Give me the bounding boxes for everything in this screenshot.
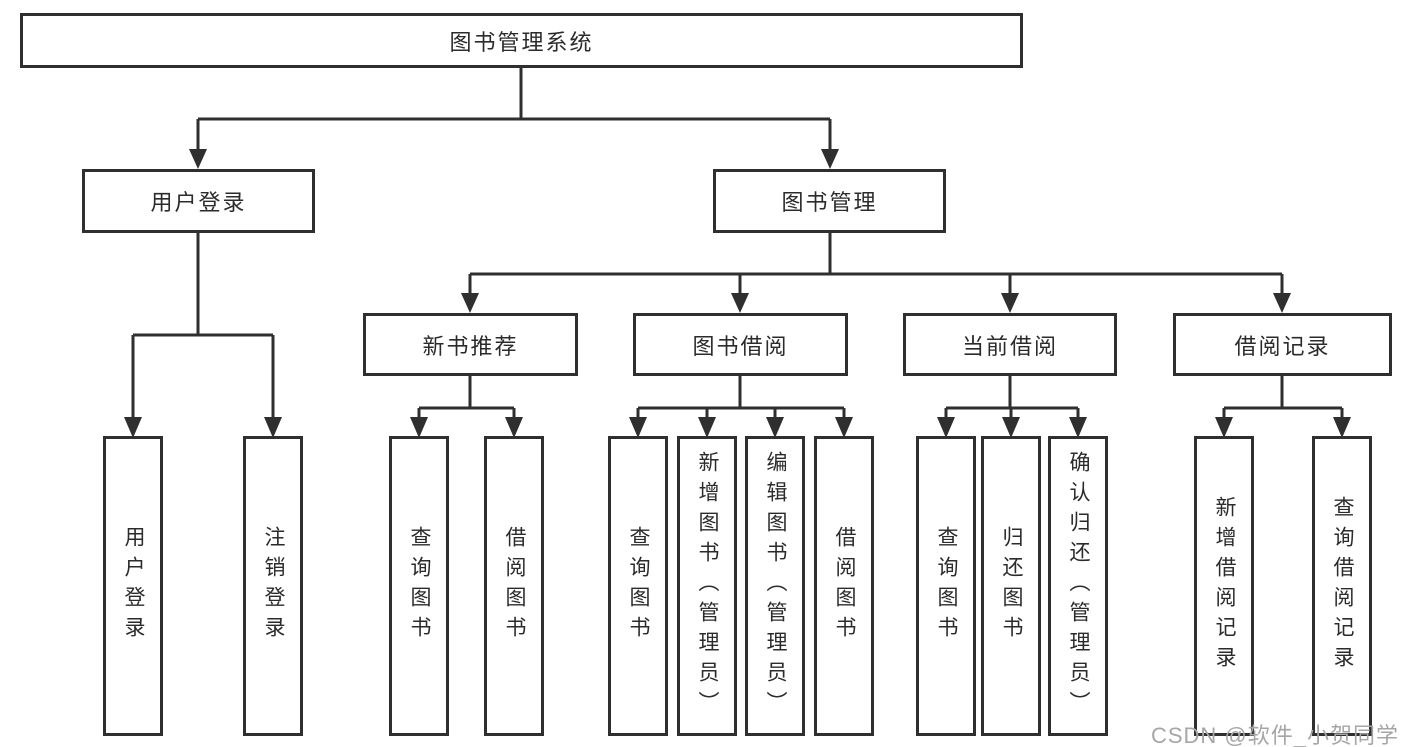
arrow-down-icon: [821, 149, 839, 169]
node-book-management: 图书管理: [713, 169, 946, 233]
node-query-book-recommend: 查询图书: [389, 436, 449, 736]
arrow-down-icon: [264, 417, 282, 438]
connector-borrowing-to-leaves: [636, 375, 846, 419]
arrowheads-level2: [189, 149, 839, 169]
arrow-down-icon: [410, 417, 428, 438]
arrowheads-user-login: [124, 417, 282, 438]
arrow-down-icon: [124, 417, 142, 438]
arrow-down-icon: [1069, 417, 1087, 438]
arrow-down-icon: [937, 417, 955, 438]
node-book-borrowing: 图书借阅: [633, 313, 848, 376]
connector-user-login-to-leaves: [131, 233, 275, 419]
arrow-down-icon: [1333, 417, 1351, 438]
arrowheads-new-book: [410, 417, 523, 438]
node-borrowing-records: 借阅记录: [1173, 313, 1392, 376]
node-query-book-current: 查询图书: [916, 436, 976, 736]
connector-book-mgmt-to-level3: [468, 233, 1284, 295]
node-query-book-borrowing: 查询图书: [608, 436, 668, 736]
arrow-down-icon: [731, 293, 749, 313]
arrow-down-icon: [629, 417, 647, 438]
arrow-down-icon: [461, 293, 479, 313]
arrow-down-icon: [766, 417, 784, 438]
connector-records-to-leaves: [1222, 375, 1344, 419]
node-return-book: 归还图书: [981, 436, 1041, 736]
arrow-down-icon: [1002, 417, 1020, 438]
arrow-down-icon: [1001, 293, 1019, 313]
node-add-book-admin: 新增图书（管理员）: [677, 436, 737, 736]
connector-new-book-to-leaves: [417, 375, 516, 419]
node-user-login: 用户登录: [82, 169, 315, 233]
arrow-down-icon: [189, 149, 207, 169]
arrowheads-current: [937, 417, 1087, 438]
node-logout: 注销登录: [243, 436, 303, 736]
arrowheads-records: [1215, 417, 1351, 438]
connector-current-to-leaves: [944, 375, 1080, 419]
arrowheads-borrowing: [629, 417, 853, 438]
arrow-down-icon: [698, 417, 716, 438]
node-borrow-book-recommend: 借阅图书: [484, 436, 544, 736]
node-library-system: 图书管理系统: [20, 13, 1023, 68]
arrow-down-icon: [1273, 293, 1291, 313]
arrowheads-level3: [461, 293, 1291, 313]
node-user-login-leaf: 用户登录: [103, 436, 163, 736]
arrow-down-icon: [1215, 417, 1233, 438]
node-new-book-recommendation: 新书推荐: [363, 313, 578, 376]
connector-root-to-level2: [196, 67, 832, 151]
arrow-down-icon: [505, 417, 523, 438]
node-current-borrowing: 当前借阅: [903, 313, 1117, 376]
node-confirm-return-admin: 确认归还（管理员）: [1048, 436, 1108, 736]
node-query-borrow-record: 查询借阅记录: [1312, 436, 1372, 736]
node-borrow-book-borrowing: 借阅图书: [814, 436, 874, 736]
node-add-borrow-record: 新增借阅记录: [1194, 436, 1254, 736]
node-edit-book-admin: 编辑图书（管理员）: [745, 436, 805, 736]
watermark: CSDN @软件_小贺同学: [1150, 723, 1399, 747]
arrow-down-icon: [835, 417, 853, 438]
